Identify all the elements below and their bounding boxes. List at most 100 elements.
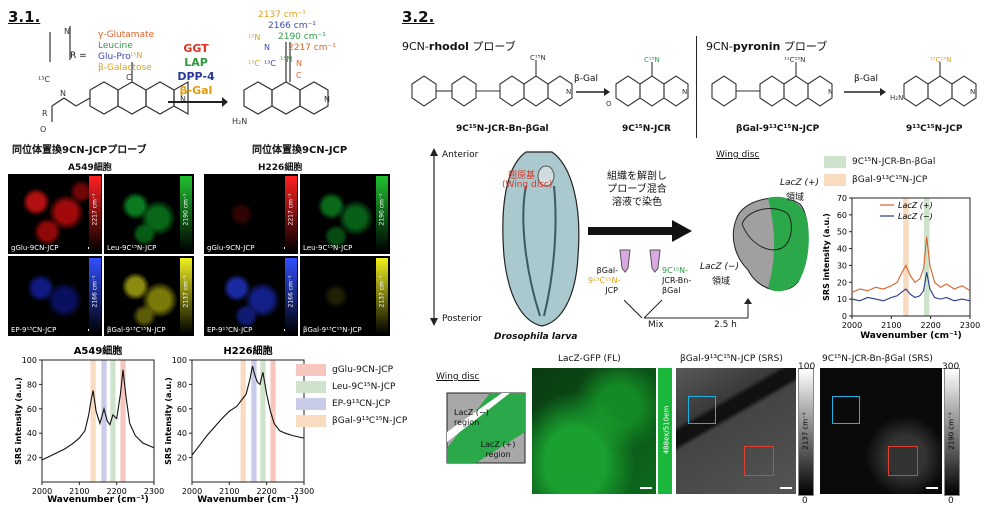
a549-cbar-ggt: 2217 cm⁻¹ xyxy=(89,176,101,252)
h226-panel-lap-label: Leu-9C¹⁵N-JCP xyxy=(303,244,353,252)
right-legend-pyronin: βGal-9¹³C¹⁵N-JCP xyxy=(824,174,927,186)
left-legend-lap-text: Leu-9C¹⁵N-JCP xyxy=(332,382,396,392)
tube2-line-0: 9C¹⁵N- xyxy=(662,266,688,275)
time-label: 2.5 h xyxy=(714,320,737,330)
y-tick-label-4: 100 xyxy=(22,356,37,365)
h226-panel-bgal: βGal-9¹³C¹⁵N-JCP xyxy=(300,256,390,336)
lacz-minus-region-label: LacZ (−) xyxy=(700,262,740,272)
x-tick-label-3: 2300 xyxy=(294,487,314,496)
bottom-wing-disc-title: Wing disc xyxy=(436,372,480,382)
right-legend-rhodol: 9C¹⁵N-JCR-Bn-βGal xyxy=(824,156,935,168)
y-axis-label: SRS intensity (a.u.) xyxy=(14,377,23,465)
h226-cbar-bgal: 2137 cm⁻¹ xyxy=(376,258,388,334)
h226-panel-bgal-label: βGal-9¹³C¹⁵N-JCP xyxy=(303,326,362,334)
r-equals-label: R = xyxy=(70,51,87,61)
img3-cbar-label: 2190 cm⁻¹ xyxy=(947,412,956,450)
a549-cbar-lap-label: 2190 cm⁻¹ xyxy=(182,193,190,226)
y-tick-label-4: 100 xyxy=(172,356,187,365)
band-2 xyxy=(260,360,266,482)
a549-cbar-bgal-label: 2137 cm⁻¹ xyxy=(182,275,190,308)
left-legend-bgal: βGal-9¹³C¹⁵N-JCP xyxy=(296,415,407,427)
h226-cbar-dpp4-label: 2166 cm⁻¹ xyxy=(287,275,295,308)
y-tick-label-2: 60 xyxy=(27,405,37,414)
img2-cbar-label: 2137 cm⁻¹ xyxy=(801,412,810,450)
x-tick-label-0: 2000 xyxy=(842,321,862,330)
svg-text:O: O xyxy=(606,100,612,108)
procedure-text: 組織を解剖し プローブ混合 溶液で染色 xyxy=(594,170,680,209)
left-legend-dpp4-text: EP-9¹³CN-JCP xyxy=(332,399,391,409)
wing-disc-title: Wing disc xyxy=(716,150,760,160)
left-legend-dpp4: EP-9¹³CN-JCP xyxy=(296,398,390,410)
left-legend-ggt-text: gGlu-9CN-JCP xyxy=(332,365,393,375)
enzyme-lap: LAP xyxy=(184,56,208,69)
a549-cbar-ggt-label: 2217 cm⁻¹ xyxy=(91,193,99,226)
left-legend-lap: Leu-9C¹⁵N-JCP xyxy=(296,381,395,393)
x-tick-label-1: 2100 xyxy=(881,321,901,330)
schematic-plus-label: LacZ (+) region xyxy=(480,440,516,459)
left-legend-bgal-text: βGal-9¹³C¹⁵N-JCP xyxy=(332,416,408,426)
wing-disc-en-label: (Wing disc) xyxy=(502,180,553,190)
a549-cbar-dpp4-label: 2166 cm⁻¹ xyxy=(91,275,99,308)
rhodol-structures-drawing: C¹⁵N C¹⁵N N N O xyxy=(411,54,689,108)
tube1-line-2: JCP xyxy=(605,286,618,295)
a549-cbar-lap: 2190 cm⁻¹ xyxy=(180,176,192,252)
tube2-line-1: JCR-Bn- xyxy=(662,276,692,285)
enzyme-ggt: GGT xyxy=(183,42,209,55)
x-tick-label-1: 2100 xyxy=(69,487,89,496)
img2-cbar: 2137 cm⁻¹ xyxy=(798,368,814,496)
legend-text-0: LacZ (+) xyxy=(898,201,933,210)
y-tick-label-1: 40 xyxy=(27,429,37,438)
svg-text:¹⁵N: ¹⁵N xyxy=(248,33,260,42)
r-option-3: β-Galactose xyxy=(98,63,152,73)
probe-structure-drawing: ¹⁵N C ¹³C N R N O N xyxy=(38,26,189,134)
larva-label: Drosophila larva xyxy=(494,332,578,342)
scale-bar xyxy=(780,487,792,489)
band-1 xyxy=(101,360,107,482)
pyronin-title: 9CN-pyronin プローブ xyxy=(706,38,827,54)
series-line-0 xyxy=(41,369,155,461)
rhodol-title-bold: rhodol xyxy=(428,40,469,53)
svg-text:H₂N: H₂N xyxy=(232,117,247,126)
x-axis-label: Wavenumber (cm⁻¹) xyxy=(47,495,149,505)
band-0 xyxy=(90,360,96,482)
band-0 xyxy=(240,360,246,482)
band-3 xyxy=(120,360,126,482)
h226-cbar-dpp4: 2166 cm⁻¹ xyxy=(285,258,297,334)
roi-box-red xyxy=(744,446,774,476)
anterior-label: Anterior xyxy=(442,150,479,160)
legend-swatch xyxy=(296,415,326,427)
legend-swatch xyxy=(824,174,846,186)
band-1 xyxy=(251,360,257,482)
product-structure-drawing: H₂N N ¹⁵N ¹³C N ¹³C ¹⁵N N C xyxy=(232,33,330,126)
svg-text:R: R xyxy=(42,109,48,118)
y-tick-label-3: 80 xyxy=(177,380,187,389)
a549-panel-bgal: βGal-9¹³C¹⁵N-JCP xyxy=(104,256,194,336)
series-line-1 xyxy=(851,272,971,302)
h226-cbar-ggt: 2217 cm⁻¹ xyxy=(285,176,297,252)
cell-h226-header: H226細胞 xyxy=(258,163,303,173)
x-tick-label-3: 2300 xyxy=(960,321,980,330)
h226-cbar-lap: 2190 cm⁻¹ xyxy=(376,176,388,252)
wavenumber-2137: 2137 cm⁻¹ xyxy=(258,10,306,20)
a549-cbar-dpp4: 2166 cm⁻¹ xyxy=(89,258,101,334)
pyronin-product-name: 9¹³C¹⁵N-JCP xyxy=(906,124,963,134)
svg-text:¹³C¹⁵N: ¹³C¹⁵N xyxy=(930,56,951,64)
plot-frame xyxy=(851,197,971,317)
plot-frame xyxy=(41,359,155,483)
wavenumber-2190: 2190 cm⁻¹ xyxy=(278,32,326,42)
mix-label: Mix xyxy=(648,320,664,330)
h226-panel-lap: Leu-9C¹⁵N-JCP xyxy=(300,174,390,254)
roi-box-blue xyxy=(832,396,860,424)
y-tick-label-0: 0 xyxy=(842,312,847,321)
wavenumber-2217: 2217 cm⁻¹ xyxy=(288,43,336,53)
scale-bar xyxy=(640,487,652,489)
img1-cbar-label: 488ex/510em xyxy=(662,405,671,455)
img3-cbar: 2190 cm⁻¹ xyxy=(944,368,960,496)
svg-text:N: N xyxy=(60,89,66,98)
band-0 xyxy=(903,198,909,316)
img2-cbar-min: 0 xyxy=(802,496,808,506)
a549-panel-lap: Leu-9C¹⁵N-JCP xyxy=(104,174,194,254)
series-line-0 xyxy=(851,236,971,293)
pyronin-probe-name: βGal-9¹³C¹⁵N-JCP xyxy=(736,124,820,134)
